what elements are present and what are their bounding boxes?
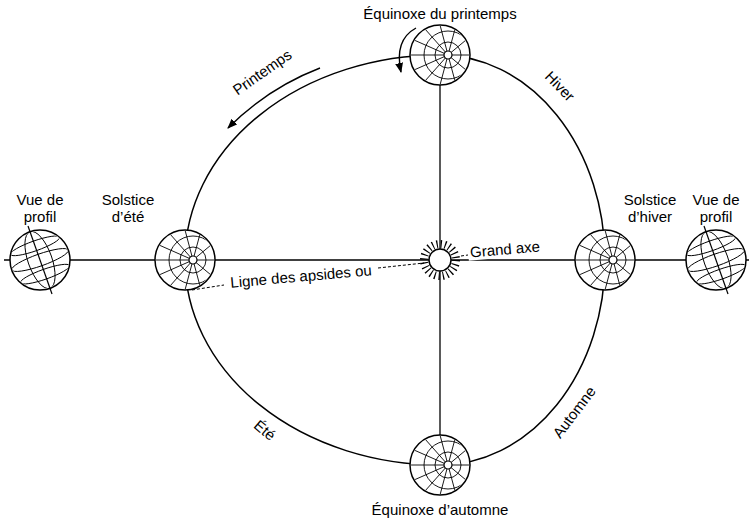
view-label: Vue de profil [690, 191, 742, 225]
season-point-label: Solstice d’été [97, 191, 159, 225]
view-label: Vue de profil [14, 191, 66, 225]
season-label: Hiver [542, 68, 579, 105]
season-label: Été [251, 416, 279, 443]
sun-rays [424, 244, 456, 276]
leader-line [192, 255, 468, 290]
season-point-label: Équinoxe du printemps [363, 5, 516, 22]
profile-globe [2, 222, 79, 299]
season-point-label: Équinoxe d’automne [372, 501, 509, 518]
axis-label: Ligne des apsides ou [228, 261, 375, 291]
season-label: Printemps [229, 46, 294, 99]
season-point-label: Solstice d’hiver [619, 191, 681, 225]
sun-symbol [429, 249, 451, 271]
earth-globe [155, 230, 217, 290]
earth-globe [410, 25, 472, 85]
earth-globe [575, 230, 637, 290]
profile-globe [678, 222, 753, 299]
major-axis-line [4, 259, 749, 260]
rotation-arrow [399, 28, 416, 72]
season-label: Automne [549, 383, 599, 441]
orbit-path [185, 55, 605, 465]
earth-globe [410, 435, 472, 495]
axis-label: Grand axe [467, 237, 542, 260]
